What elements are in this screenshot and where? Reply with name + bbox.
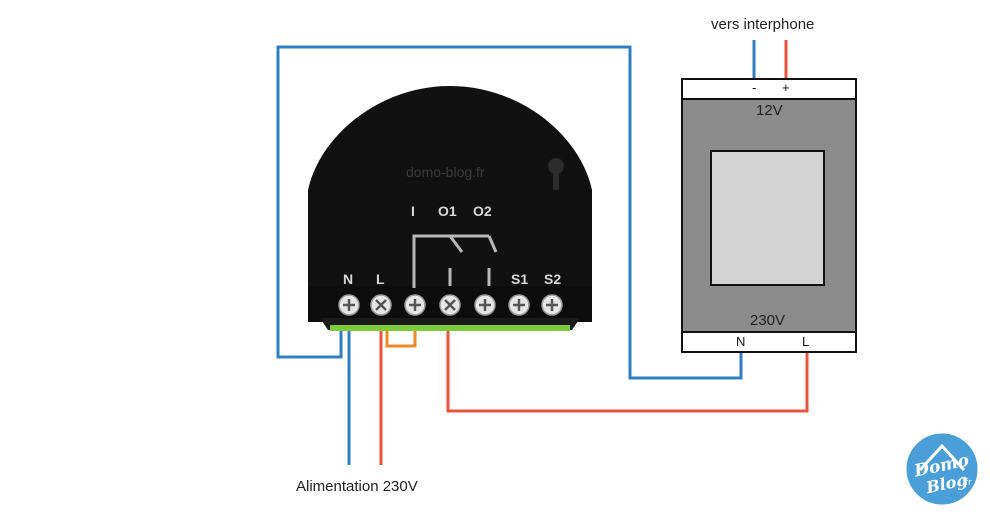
wires [276,40,809,465]
logo-text-suffix: .fr [962,478,972,488]
transformer-n-terminal: N [736,334,746,349]
relay-contacts-icon [412,234,498,288]
neutral-wire-loop [276,45,743,380]
screw-terminal-icon [508,294,530,316]
screw-terminal-icon [439,294,461,316]
terminal-label-o2: O2 [473,203,492,219]
domo-blog-logo [903,430,981,508]
supply-caption: Alimentation 230V [296,478,418,495]
module-body [308,86,592,290]
screw-terminal-icon [404,294,426,316]
screw-terminal-icon [474,294,496,316]
screw-terminal-icon [370,294,392,316]
terminal-label-s2: S2 [544,271,562,287]
screw-terminal-icon [338,294,360,316]
module-button-icon [548,158,564,190]
module-watermark: domo-blog.fr [406,164,485,180]
intercom-neg-terminal: - [752,80,757,95]
transformer-label-panel [710,150,825,286]
transformer-l-terminal: L [802,334,810,349]
intercom-title: vers interphone [711,16,815,33]
terminal-label-n: N [343,271,354,287]
transformer-top-terminals [681,78,857,100]
live-wire-transformer [446,330,809,413]
terminal-label-s1: S1 [511,271,529,287]
output-voltage-label: 12V [756,102,783,119]
intercom-pos-terminal: + [782,80,790,95]
screw-terminals [338,294,563,316]
input-voltage-label: 230V [750,312,786,329]
terminal-label-o1: O1 [438,203,457,219]
transformer-bottom-terminals [681,331,857,353]
terminal-strip [330,325,570,331]
screw-terminal-icon [541,294,563,316]
terminal-label-i: I [411,203,415,219]
terminal-label-l: L [376,271,385,287]
power-transformer [681,78,857,353]
bridge-wire [385,330,417,348]
relay-module [308,86,592,331]
